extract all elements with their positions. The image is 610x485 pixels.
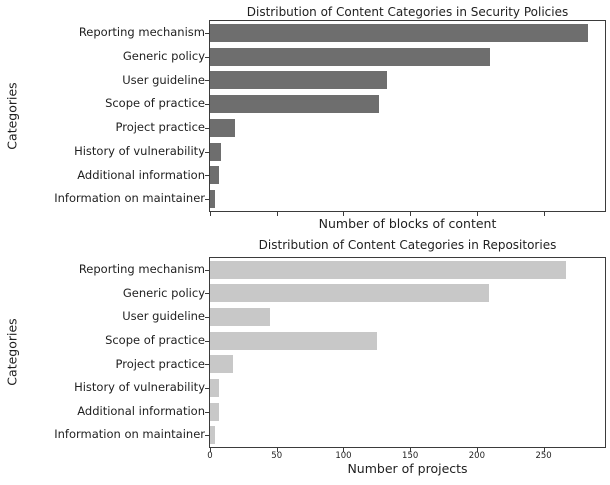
- bar-user-guideline: [210, 308, 271, 327]
- bar-history-of-vulnerability: [210, 378, 220, 397]
- plot-area: [209, 20, 606, 212]
- bar-information-on-maintainer: [210, 190, 216, 209]
- x-tick-mark: [476, 212, 478, 216]
- bar-scope-of-practice: [210, 95, 380, 114]
- x-tick-mark: [410, 448, 412, 452]
- x-tick-label: 0: [207, 451, 213, 461]
- x-axis-label: Number of blocks of content: [318, 216, 497, 231]
- y-tick-mark: [205, 293, 209, 295]
- x-tick-label: 50: [271, 451, 283, 461]
- bar-generic-policy: [210, 284, 489, 303]
- bar-generic-policy: [210, 47, 491, 66]
- y-tick-mark: [205, 387, 209, 389]
- bar-information-on-maintainer: [210, 426, 216, 445]
- category-label: Information on maintainer: [54, 191, 205, 206]
- category-label: Scope of practice: [105, 332, 205, 347]
- x-axis-label: Number of projects: [347, 461, 468, 476]
- x-tick-mark: [343, 448, 345, 452]
- y-tick-mark: [205, 56, 209, 58]
- plot-area: [209, 257, 606, 448]
- category-label: Additional information: [77, 403, 205, 418]
- x-tick-mark: [543, 212, 545, 216]
- y-tick-mark: [205, 199, 209, 201]
- category-label: Additional information: [77, 167, 205, 182]
- x-tick-mark: [276, 212, 278, 216]
- y-tick-mark: [205, 340, 209, 342]
- x-tick-label: 250: [535, 451, 552, 461]
- y-tick-mark: [205, 32, 209, 34]
- y-tick-mark: [205, 175, 209, 177]
- x-tick-label: 100: [335, 451, 352, 461]
- bar-user-guideline: [210, 71, 388, 90]
- x-tick-mark: [343, 212, 345, 216]
- y-tick-mark: [205, 435, 209, 437]
- bar-scope-of-practice: [210, 331, 377, 350]
- category-label: Information on maintainer: [54, 427, 205, 442]
- category-label: Project practice: [115, 120, 205, 134]
- bar-history-of-vulnerability: [210, 142, 221, 161]
- bar-project-practice: [210, 118, 236, 137]
- bar-additional-information: [210, 166, 220, 185]
- category-label: Reporting mechanism: [78, 262, 205, 276]
- y-tick-mark: [205, 151, 209, 153]
- category-label: History of vulnerability: [74, 380, 205, 395]
- category-label: Generic policy: [122, 285, 205, 300]
- category-label: User guideline: [122, 72, 205, 87]
- bar-project-practice: [210, 355, 233, 374]
- y-tick-mark: [205, 80, 209, 82]
- category-label: Scope of practice: [105, 96, 205, 111]
- x-tick-mark: [410, 212, 412, 216]
- y-tick-mark: [205, 104, 209, 106]
- category-label: Generic policy: [122, 48, 205, 63]
- chart-title: Distribution of Content Categories in Se…: [246, 5, 569, 19]
- category-label: User guideline: [122, 309, 205, 324]
- x-tick-mark: [276, 448, 278, 452]
- bar-reporting-mechanism: [210, 260, 567, 279]
- chart-title: Distribution of Content Categories in Re…: [258, 238, 557, 252]
- y-tick-mark: [205, 317, 209, 319]
- x-tick-mark: [543, 448, 545, 452]
- x-tick-mark: [210, 212, 211, 216]
- category-label: Project practice: [115, 356, 205, 371]
- category-label: Reporting mechanism: [78, 25, 205, 39]
- y-tick-mark: [205, 127, 209, 129]
- x-tick-label: 150: [402, 451, 419, 461]
- x-tick-mark: [476, 448, 478, 452]
- y-tick-mark: [205, 411, 209, 413]
- y-tick-mark: [205, 269, 209, 271]
- category-label: History of vulnerability: [74, 143, 205, 158]
- x-tick-mark: [210, 448, 211, 452]
- y-tick-mark: [205, 364, 209, 366]
- bar-additional-information: [210, 402, 220, 421]
- x-tick-label: 200: [468, 451, 486, 461]
- bar-reporting-mechanism: [210, 23, 588, 42]
